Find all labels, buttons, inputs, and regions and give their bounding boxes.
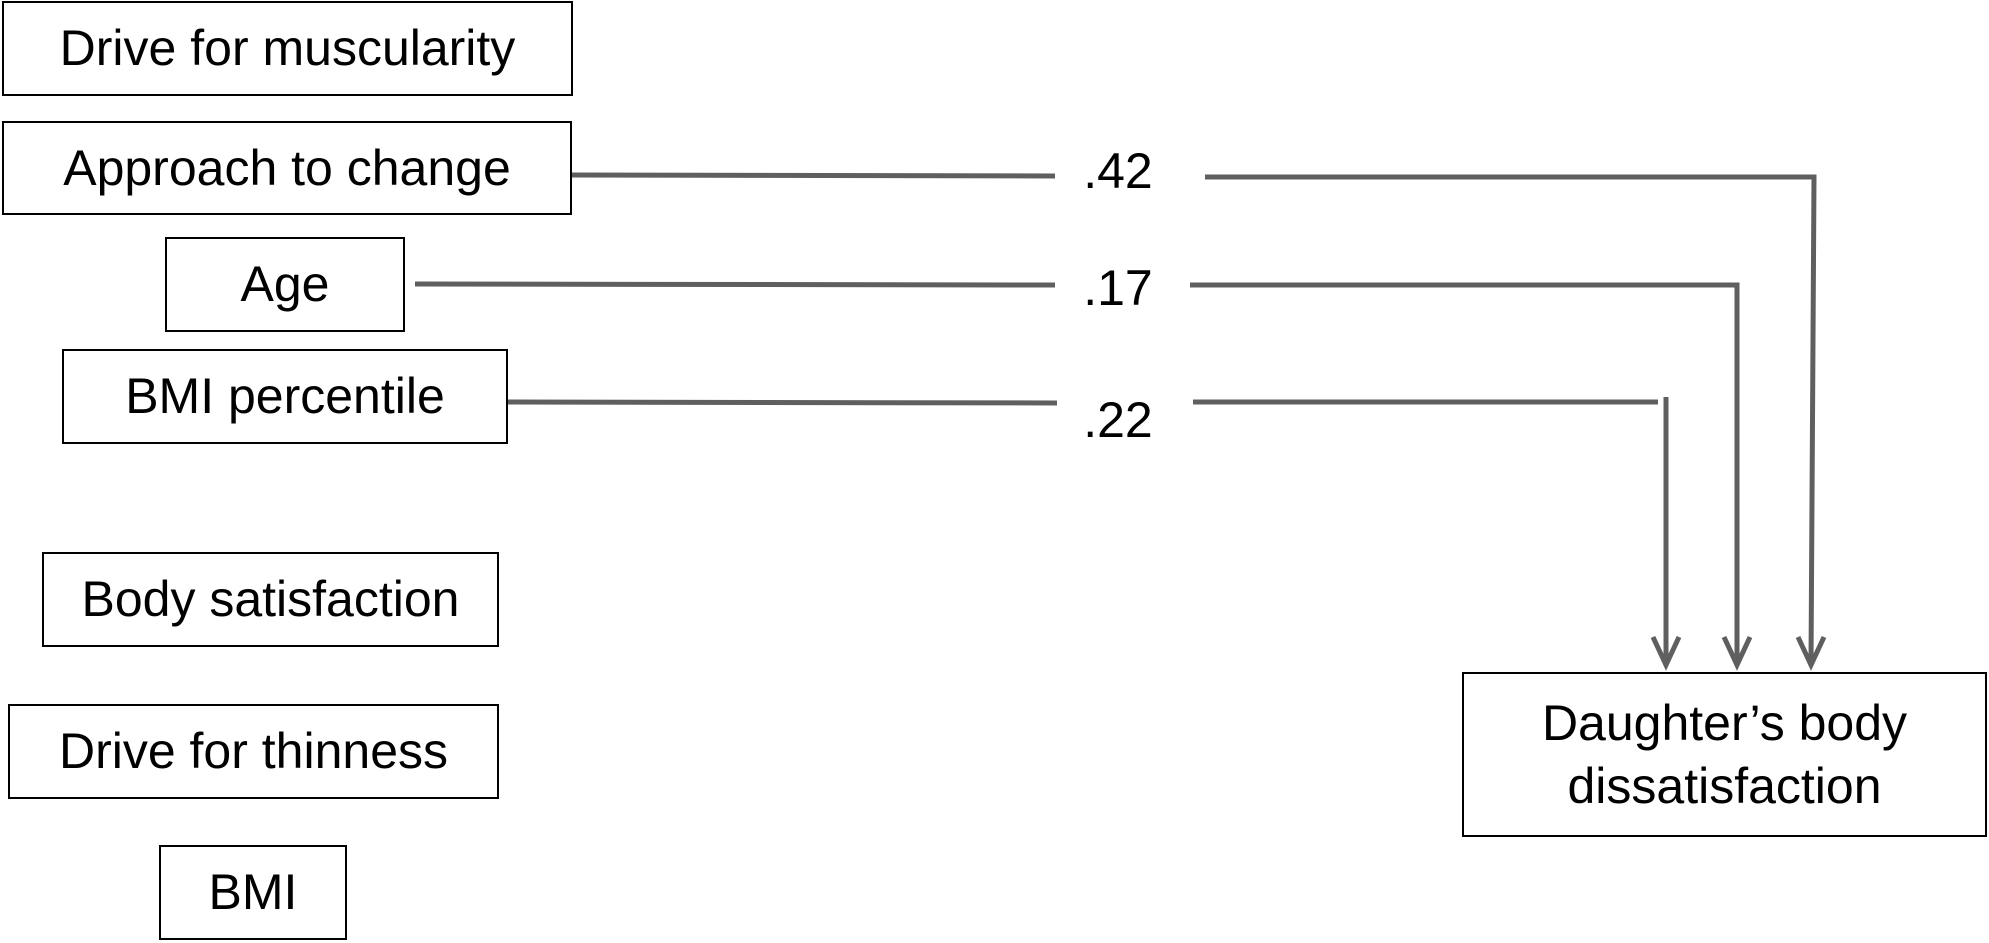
coefficient-approach-to-change: .42 (1083, 143, 1153, 199)
box-age: Age (165, 237, 405, 332)
box-label: Drive for thinness (58, 723, 449, 780)
box-label: BMI percentile (125, 368, 445, 425)
box-bmi: BMI (159, 845, 347, 940)
box-bmi-percentile: BMI percentile (62, 349, 508, 444)
arrowhead-age (1721, 635, 1753, 671)
path-line-age (414, 281, 1056, 288)
box-label: Body satisfaction (81, 571, 460, 628)
box-label: Age (240, 256, 330, 313)
path-line-approach-to-change (571, 172, 1056, 179)
box-approach-to-change: Approach to change (2, 121, 572, 215)
box-drive-for-muscularity: Drive for muscularity (2, 1, 573, 96)
arrowhead-bmi-percentile (1650, 635, 1682, 671)
box-label: Approach to change (63, 139, 511, 196)
coefficient-age: .17 (1083, 260, 1153, 316)
box-label: Drive for muscularity (59, 20, 516, 77)
arrowhead-approach-to-change (1795, 635, 1827, 671)
path-line-age-cont (1190, 282, 1740, 663)
box-drive-for-thinness: Drive for thinness (8, 704, 499, 799)
box-label: BMI (208, 864, 298, 921)
outcome-label-line2: dissatisfaction (1567, 757, 1882, 814)
path-line-bmi-percentile (507, 399, 1058, 406)
path-line-approach-to-change-cont (1205, 174, 1817, 664)
box-body-satisfaction: Body satisfaction (42, 552, 499, 647)
outcome-label-line1: Daughter’s body (1541, 695, 1908, 751)
coefficient-bmi-percentile: .22 (1083, 392, 1153, 448)
box-daughters-body-dissatisfaction: Daughter’s body dissatisfaction (1462, 672, 1987, 837)
